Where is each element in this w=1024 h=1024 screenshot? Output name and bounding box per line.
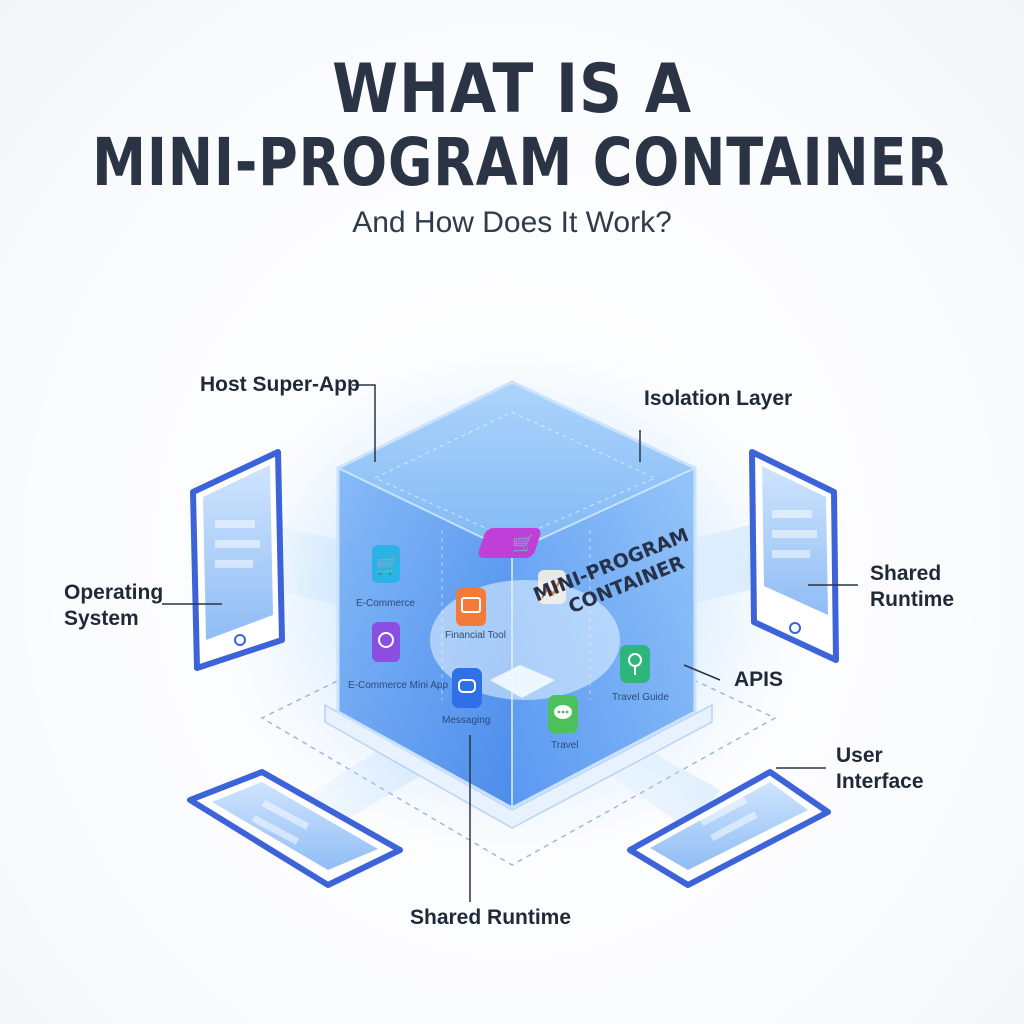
device-bottom-right-phone: [627, 769, 831, 888]
label-shared-runtime-right-line-2: Runtime: [870, 588, 954, 611]
app-icon-travel-guide: [620, 645, 650, 683]
app-icon-travel: [548, 695, 578, 733]
app-label-travel-guide: Travel Guide: [612, 692, 669, 703]
label-shared-runtime-right: Shared Runtime: [870, 561, 954, 613]
app-icon-messaging: [452, 668, 482, 708]
label-apis: APIS: [734, 668, 784, 691]
label-shared-runtime-bottom: Shared Runtime: [410, 906, 572, 929]
label-user-interface: User Interface: [836, 743, 924, 795]
svg-text:🛒: 🛒: [512, 533, 534, 555]
label-user-interface-line-1: User: [836, 744, 883, 767]
device-right-tablet: [749, 449, 839, 663]
callout-lines: [162, 384, 858, 902]
app-icon-e-commerce-mini-app: [372, 622, 400, 662]
label-shared-runtime-right-line-1: Shared: [870, 562, 942, 585]
cube-base-plate: [324, 703, 713, 829]
app-label-e-commerce: E-Commerce: [356, 598, 415, 609]
app-label-financial-tool: Financial Tool: [445, 630, 506, 641]
title-line-1: WHAT IS A: [332, 50, 692, 129]
title-line-2: MINI-PROGRAM CONTAINER: [92, 124, 950, 201]
app-icon-financial-tool: [456, 588, 486, 626]
svg-text:🛒: 🛒: [376, 554, 398, 576]
device-left-tablet: [190, 449, 285, 671]
app-icon-cart-top: 🛒: [478, 528, 541, 558]
label-isolation-layer: Isolation Layer: [644, 387, 793, 410]
app-label-travel: Travel: [551, 740, 579, 751]
app-label-messaging: Messaging: [442, 715, 491, 726]
app-icon-e-commerce: 🛒: [372, 545, 400, 583]
label-user-interface-line-2: Interface: [836, 770, 924, 793]
device-bottom-left-phone: [187, 769, 403, 888]
label-operating-system: Operating System: [64, 580, 163, 632]
app-label-e-commerce-mini-app: E-Commerce Mini App: [348, 680, 449, 691]
subtitle: And How Does It Work?: [352, 206, 672, 239]
label-operating-system-line-2: System: [64, 607, 139, 630]
app-icon-chart: [538, 570, 566, 604]
label-operating-system-line-1: Operating: [64, 581, 164, 604]
label-host-super-app: Host Super-App: [200, 373, 360, 396]
